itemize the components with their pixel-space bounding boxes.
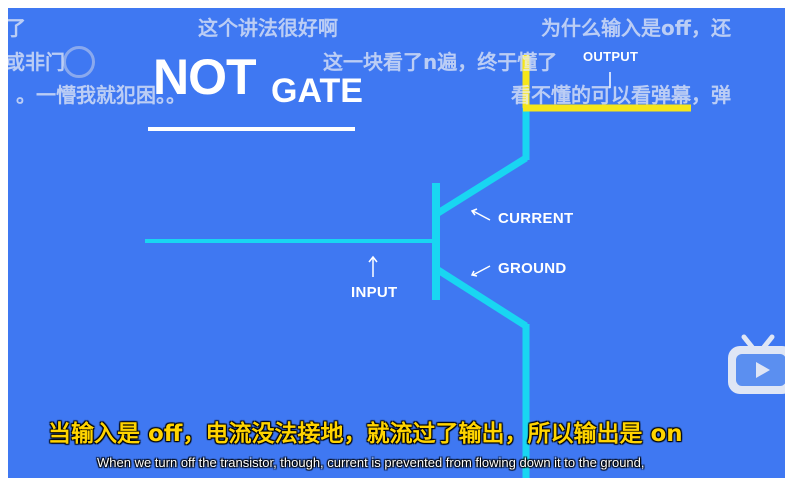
title-gate: GATE <box>271 72 363 110</box>
bilibili-tv-icon[interactable] <box>726 333 785 397</box>
danmaku-comment: 这个讲法很好啊 <box>198 16 338 40</box>
output-label: OUTPUT <box>583 49 639 64</box>
title-underline <box>148 127 355 131</box>
input-arrow <box>368 255 378 277</box>
input-label: INPUT <box>351 284 398 301</box>
current-label: CURRENT <box>498 210 574 227</box>
danmaku-comment: 为什么输入是off，还 <box>541 16 731 40</box>
subtitle-english: When we turn off the transistor, though,… <box>97 455 645 470</box>
danmaku-comment: 这一块看了n遍，终于懂了 <box>323 50 558 74</box>
ground-arrow <box>470 265 491 277</box>
danmaku-comment: 。一懵我就犯困。。 <box>16 83 186 107</box>
video-player[interactable]: NOT GATE OUTPUT CURRENT GROUND INPUT 了 这… <box>8 8 785 478</box>
collector-wire <box>436 155 528 216</box>
danmaku-comment: 或非门 <box>8 50 65 74</box>
watermark-ring-icon <box>63 46 95 78</box>
not-gate-diagram <box>145 55 691 478</box>
title-not: NOT <box>153 49 257 105</box>
current-arrow <box>470 208 491 221</box>
subtitle-chinese: 当输入是 off，电流没法接地，就流过了输出，所以输出是 on <box>48 421 683 447</box>
danmaku-comment: 了 <box>8 16 26 40</box>
ground-label: GROUND <box>498 260 567 277</box>
danmaku-comment: 看不懂的可以看弹幕，弹 <box>511 83 731 107</box>
emitter-wire <box>436 267 528 329</box>
